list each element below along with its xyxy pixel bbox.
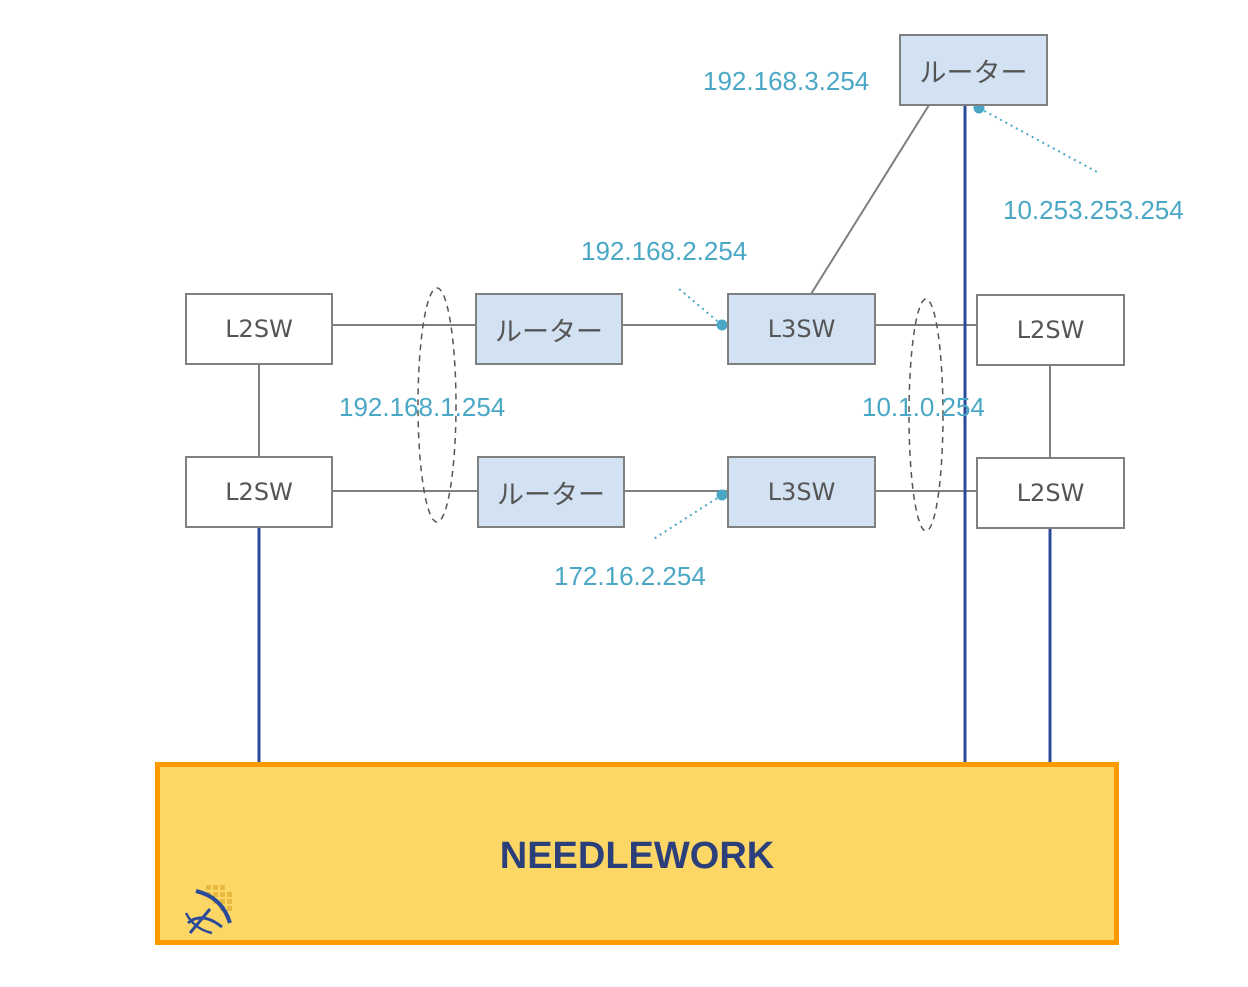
l2sw-top-left[interactable]: L2SW (185, 293, 333, 365)
port-dot-l3sw-top (716, 319, 728, 331)
redundancy-group-l3sw (908, 298, 944, 532)
router-top[interactable]: ルーター (899, 34, 1048, 106)
label-l3sw-bottom-uplink: 172.16.2.254 (554, 561, 706, 591)
needlework-title: NEEDLEWORK (499, 835, 775, 877)
label-router-top-lan: 192.168.3.254 (703, 66, 870, 96)
link-l3sw-to-router-top (810, 104, 930, 295)
l2sw-top-right[interactable]: L2SW (976, 294, 1125, 366)
pointer-router-top-wan (978, 107, 1098, 173)
label-l3sw-top-uplink: 192.168.2.254 (581, 236, 748, 266)
l3sw-top[interactable]: L3SW (727, 293, 876, 365)
router-mid-bottom[interactable]: ルーター (477, 456, 625, 528)
needlework-logo-icon (184, 885, 232, 935)
pointer-l3sw-bottom-uplink (651, 494, 723, 541)
l2sw-bottom-left[interactable]: L2SW (185, 456, 333, 528)
label-router-top-wan: 10.253.253.254 (1003, 195, 1184, 225)
label-router-lan-vip: 192.168.1.254 (339, 392, 506, 422)
needlework-tester[interactable]: NEEDLEWORK (155, 762, 1119, 945)
l2sw-bottom-right[interactable]: L2SW (976, 457, 1125, 529)
port-dot-l3sw-bottom (716, 489, 728, 501)
label-l3sw-vip: 10.1.0.254 (862, 392, 985, 422)
router-mid-top[interactable]: ルーター (475, 293, 623, 365)
pointer-l3sw-top-uplink (677, 287, 723, 326)
redundancy-group-routers (417, 287, 457, 523)
l3sw-bottom[interactable]: L3SW (727, 456, 876, 528)
